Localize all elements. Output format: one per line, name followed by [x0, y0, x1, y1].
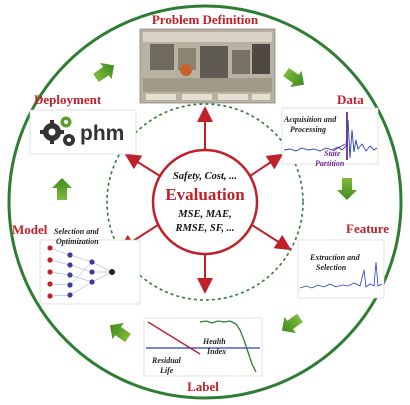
- feature-trace: [299, 261, 383, 289]
- arrow-problem-to-data: [283, 67, 305, 88]
- state-line2: Partition: [315, 159, 345, 168]
- gear-small-icon: [63, 134, 75, 146]
- feature-label: Feature: [346, 221, 389, 236]
- arrow-deployment-to-problem: [93, 62, 115, 83]
- health-line1: Health: [202, 337, 226, 346]
- network-edges: [49, 247, 113, 297]
- network-input-nodes: [47, 245, 53, 299]
- raw-signal-trace: [283, 119, 378, 159]
- outer-ring: [7, 4, 403, 400]
- data-label: Data: [337, 92, 364, 107]
- deployment-logo-panel: phm: [29, 109, 137, 155]
- gear-green-icon: [60, 116, 72, 128]
- health-line2: Index: [206, 347, 226, 356]
- evaluation-top-line: Safety, Cost, ...: [173, 171, 237, 182]
- selection-line1: Selection and: [54, 227, 100, 236]
- problem-definition-label: Problem Definition: [152, 12, 259, 27]
- gear-large-icon: [40, 120, 64, 144]
- label-panel: Residual Life Health Index: [143, 317, 263, 377]
- acquisition-line2: Processing: [290, 125, 326, 134]
- residual-line1: Residual: [151, 356, 182, 365]
- partition-pointer: [332, 143, 346, 152]
- network-hidden-nodes: [67, 252, 95, 298]
- state-line1: State: [324, 149, 341, 158]
- acquisition-line1: Acquisition and: [283, 115, 337, 124]
- arrow-feature-to-label: [281, 313, 303, 334]
- model-label: Model: [12, 222, 48, 237]
- label-stage-label: Label: [187, 379, 219, 394]
- health-index-curve: [199, 320, 257, 373]
- residual-line2: Life: [159, 366, 174, 375]
- data-signal-panel: Acquisition and Processing State Partiti…: [281, 107, 379, 168]
- arrow-model-to-deployment: [52, 178, 72, 200]
- arrow-label-to-model: [109, 322, 131, 343]
- evaluation-title: Evaluation: [165, 185, 245, 204]
- inner-dashed-ring: [106, 103, 304, 301]
- network-output-node: [109, 269, 115, 275]
- arrow-to-feature: [251, 224, 292, 251]
- arrow-to-deployment: [124, 153, 161, 177]
- flow-arrows: [52, 62, 357, 343]
- extraction-line2: Selection: [316, 263, 347, 272]
- selection-line2: Optimization: [56, 237, 99, 246]
- phm-logo-text: phm: [80, 122, 124, 145]
- residual-life-line: [147, 321, 201, 355]
- problem-definition-photo: [139, 28, 276, 104]
- arrow-to-data: [249, 153, 284, 177]
- evaluation-metrics-line1: MSE, MAE,: [177, 209, 231, 220]
- deployment-label: Deployment: [34, 92, 102, 107]
- extraction-line1: Extraction and: [309, 253, 361, 262]
- feature-panel: Extraction and Selection: [297, 239, 385, 299]
- model-network-panel: Selection and Optimization: [39, 227, 141, 305]
- evaluation-metrics-line2: RMSE, SF, ...: [174, 223, 234, 234]
- arrow-data-to-feature: [337, 178, 357, 200]
